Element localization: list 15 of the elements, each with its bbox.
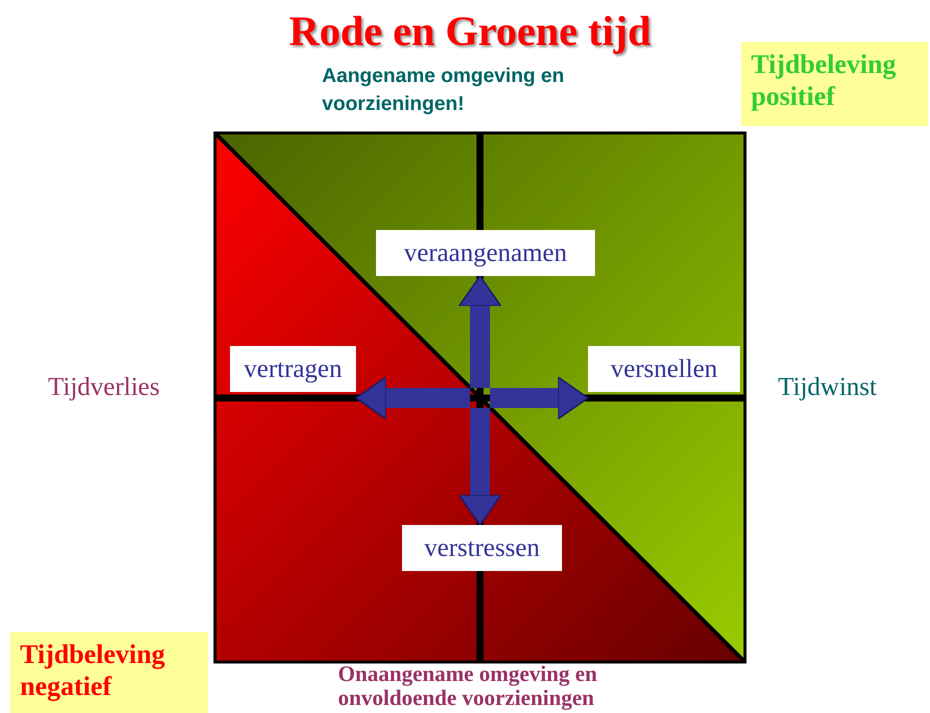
label-box: verstressen	[402, 525, 562, 571]
label-box: veraangenamen	[376, 230, 595, 276]
axis-label: Tijdwinst	[778, 372, 877, 402]
label-box: vertragen	[230, 346, 356, 392]
axis-label: Tijdverlies	[48, 372, 160, 402]
note-box: Tijdbeleving negatief	[10, 632, 208, 713]
heading-text: Aangename omgeving en voorzieningen!	[322, 64, 566, 117]
label-box: versnellen	[588, 346, 740, 392]
arrow	[458, 275, 502, 388]
arrow	[355, 376, 470, 420]
note-box: Tijdbeleving positief	[741, 42, 928, 126]
arrow	[458, 408, 502, 526]
title: Rode en Groene tijd	[288, 8, 652, 56]
heading-text: Onaangename omgeving en onvoldoende voorzieningen	[338, 662, 598, 710]
arrow	[490, 376, 589, 420]
